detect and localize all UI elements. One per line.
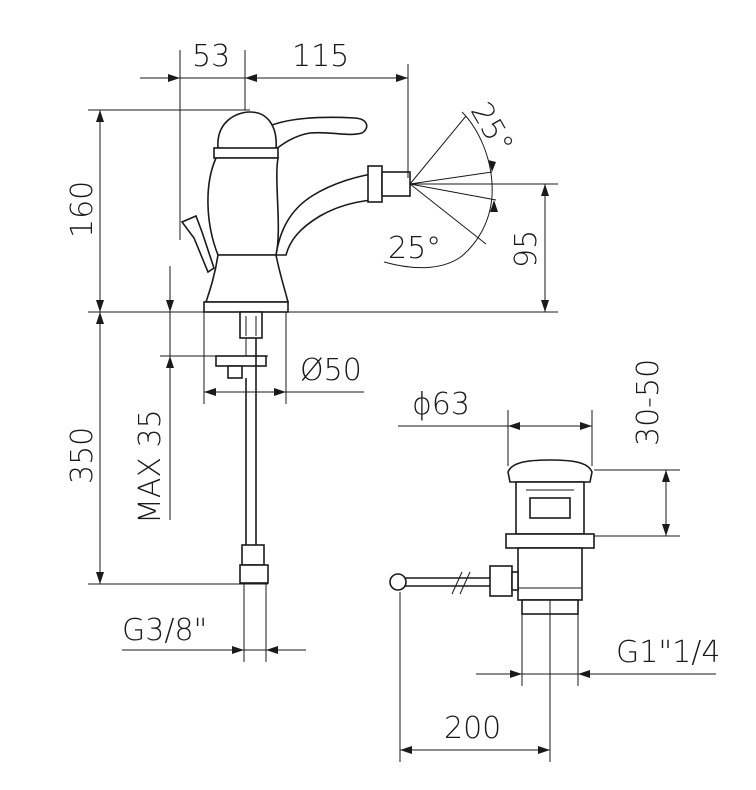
tap-collar bbox=[213, 147, 279, 159]
hose-connector bbox=[239, 564, 269, 584]
lever-handle bbox=[264, 116, 368, 154]
spout-aerator bbox=[381, 171, 411, 197]
shank bbox=[239, 311, 263, 339]
dim-base-diameter: Ø50 bbox=[300, 353, 362, 388]
base-plate bbox=[203, 301, 289, 313]
waste-tail bbox=[517, 547, 583, 601]
rod-ball bbox=[389, 573, 407, 591]
dim-height: 160 bbox=[65, 181, 100, 238]
tap-assembly bbox=[180, 111, 411, 584]
dim-angle-down: 25° bbox=[388, 231, 441, 266]
dim-waste-adjust: 30-50 bbox=[631, 359, 666, 446]
tap-base bbox=[204, 254, 290, 303]
waste-window bbox=[529, 497, 571, 519]
waste-assembly bbox=[389, 459, 595, 615]
waste-cap bbox=[507, 459, 593, 483]
dim-top-offset: 53 bbox=[192, 39, 230, 74]
popup-knob bbox=[180, 214, 215, 274]
dim-connection: G3/8" bbox=[122, 613, 207, 648]
dim-rod-length: 200 bbox=[444, 711, 501, 746]
dim-spray-height: 95 bbox=[509, 230, 544, 268]
hose-ferrule bbox=[241, 544, 265, 566]
dim-shank-length: 350 bbox=[65, 427, 100, 484]
dim-top-reach: 115 bbox=[292, 39, 349, 74]
tap-cap bbox=[217, 111, 277, 151]
dim-max-thickness: MAX 35 bbox=[133, 409, 168, 524]
fixing-nut bbox=[227, 365, 243, 379]
tap-body bbox=[207, 157, 373, 256]
dim-angle-up: 25° bbox=[463, 97, 520, 161]
waste-flange bbox=[505, 533, 595, 549]
dim-waste-thread: G1"1/4 bbox=[616, 635, 720, 670]
dim-waste-diameter: ϕ63 bbox=[412, 387, 470, 422]
fixing-plate bbox=[215, 355, 267, 367]
waste-dimensions: ϕ63 30-50 G1"1/4 200 bbox=[398, 359, 720, 762]
spout-nozzle bbox=[367, 165, 383, 203]
rod-connector bbox=[489, 565, 513, 597]
